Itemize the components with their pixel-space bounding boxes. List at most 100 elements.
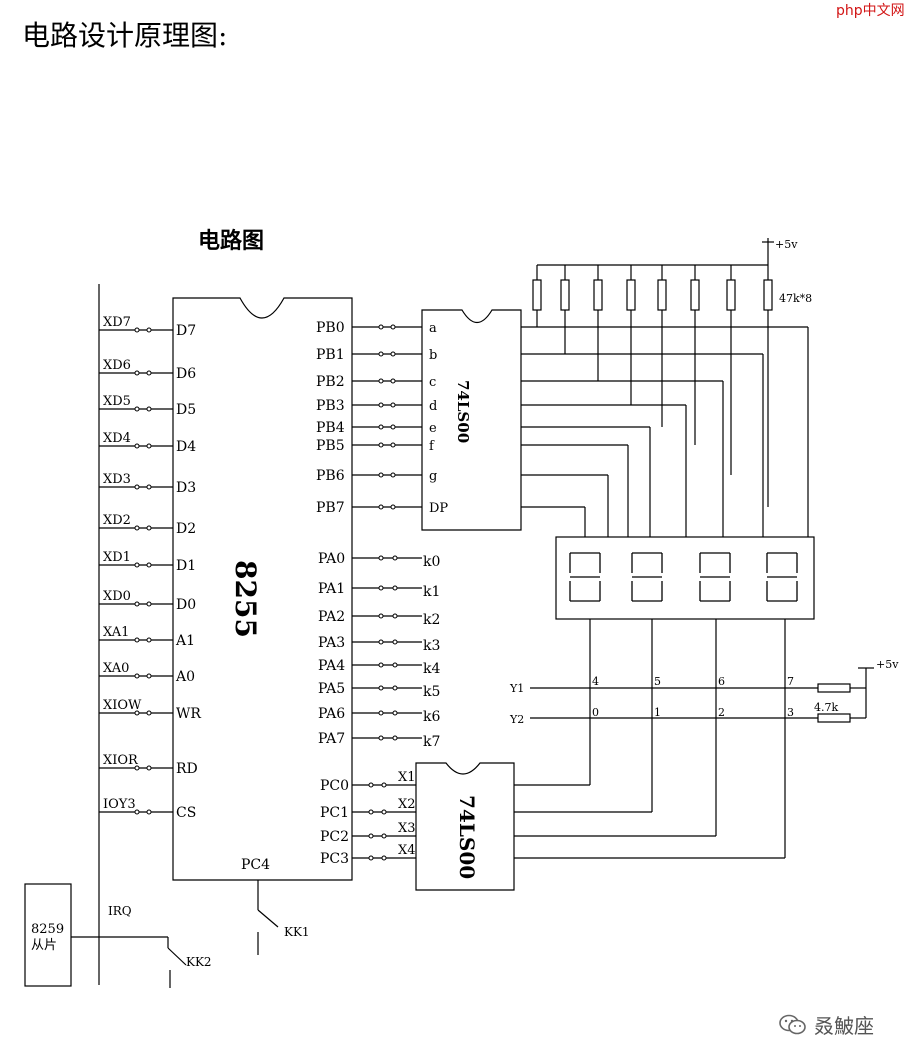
connector-dot[interactable] [392, 613, 398, 619]
signal-label: XD5 [103, 394, 131, 409]
connector-dot[interactable] [378, 685, 384, 691]
chip-8255 [172, 297, 353, 881]
key-label: k1 [423, 584, 440, 600]
site-logo[interactable]: php中文网 [836, 3, 905, 19]
pin-label: PA0 [318, 551, 345, 567]
connector-dot[interactable] [378, 710, 384, 716]
chip-74ls00-top [421, 309, 522, 531]
connector-dot[interactable] [381, 833, 387, 839]
signal-label: XIOR [103, 753, 139, 768]
connector-dot[interactable] [390, 504, 396, 510]
connector-dot[interactable] [146, 809, 152, 815]
connector-dot[interactable] [134, 562, 140, 568]
connector-dot[interactable] [378, 442, 384, 448]
connector-dot[interactable] [146, 765, 152, 771]
connector-dot[interactable] [146, 710, 152, 716]
connector-dot[interactable] [392, 735, 398, 741]
connector-dot[interactable] [378, 472, 384, 478]
kk2-switch[interactable] [167, 947, 187, 966]
connector-dot[interactable] [381, 782, 387, 788]
connector-dot[interactable] [134, 525, 140, 531]
chip-8259 [24, 883, 72, 987]
connector-dot[interactable] [392, 639, 398, 645]
connector-dot[interactable] [134, 765, 140, 771]
connector-dot[interactable] [378, 639, 384, 645]
connector-dot[interactable] [134, 406, 140, 412]
connector-dot[interactable] [134, 601, 140, 607]
connector-dot[interactable] [392, 555, 398, 561]
connector-dot[interactable] [146, 443, 152, 449]
connector-dot[interactable] [146, 484, 152, 490]
pin-label: PB5 [316, 438, 345, 454]
pin-label: PB2 [316, 374, 345, 390]
connector-dot[interactable] [381, 809, 387, 815]
pin-label: PB7 [316, 500, 345, 516]
irq-label: IRQ [108, 904, 132, 918]
x-label: X3 [398, 821, 416, 836]
key-label: k2 [423, 612, 440, 628]
connector-dot[interactable] [390, 442, 396, 448]
chip-74ls00-top-label: 74LS00 [454, 380, 472, 443]
connector-dot[interactable] [378, 351, 384, 357]
seven-seg-display [555, 536, 815, 620]
connector-dot[interactable] [378, 613, 384, 619]
y1-number: 7 [787, 675, 794, 688]
connector-dot[interactable] [392, 662, 398, 668]
signal-label: XD1 [103, 550, 131, 565]
signal-label: XA1 [103, 625, 129, 640]
connector-dot[interactable] [390, 378, 396, 384]
connector-dot[interactable] [146, 327, 152, 333]
connector-dot[interactable] [146, 370, 152, 376]
connector-dot[interactable] [390, 324, 396, 330]
connector-dot[interactable] [368, 833, 374, 839]
connector-dot[interactable] [146, 525, 152, 531]
connector-dot[interactable] [146, 562, 152, 568]
connector-dot[interactable] [378, 585, 384, 591]
kk1-switch[interactable] [257, 909, 279, 928]
connector-dot[interactable] [392, 585, 398, 591]
connector-dot[interactable] [378, 378, 384, 384]
connector-dot[interactable] [378, 735, 384, 741]
connector-dot[interactable] [134, 673, 140, 679]
connector-dot[interactable] [390, 402, 396, 408]
pin-label: PB6 [316, 468, 345, 484]
pullup-resistor [726, 279, 736, 311]
connector-dot[interactable] [392, 710, 398, 716]
connector-dot[interactable] [378, 662, 384, 668]
connector-dot[interactable] [368, 809, 374, 815]
connector-dot[interactable] [381, 855, 387, 861]
connector-dot[interactable] [134, 484, 140, 490]
connector-dot[interactable] [146, 673, 152, 679]
connector-dot[interactable] [368, 855, 374, 861]
connector-dot[interactable] [134, 327, 140, 333]
connector-dot[interactable] [378, 402, 384, 408]
connector-dot[interactable] [146, 637, 152, 643]
connector-dot[interactable] [368, 782, 374, 788]
pin-label: PB3 [316, 398, 345, 414]
connector-dot[interactable] [134, 637, 140, 643]
connector-dot[interactable] [392, 685, 398, 691]
connector-dot[interactable] [390, 351, 396, 357]
connector-dot[interactable] [134, 809, 140, 815]
pin-label: PC3 [320, 851, 349, 867]
connector-dot[interactable] [146, 406, 152, 412]
connector-dot[interactable] [134, 710, 140, 716]
connector-dot[interactable] [390, 472, 396, 478]
connector-dot[interactable] [134, 443, 140, 449]
digit [631, 552, 663, 602]
wechat-icon [779, 1014, 806, 1034]
pin-label: D7 [176, 323, 196, 339]
digit-group [569, 552, 798, 602]
connector-dot[interactable] [378, 504, 384, 510]
connector-dot[interactable] [378, 324, 384, 330]
connector-dot[interactable] [378, 424, 384, 430]
resistor-right-label: 4.7k [814, 701, 838, 714]
connector-dot[interactable] [378, 555, 384, 561]
connector-dot[interactable] [146, 601, 152, 607]
signal-label: XD0 [103, 589, 131, 604]
connector-dot[interactable] [390, 424, 396, 430]
resistor-top-label: 47k*8 [779, 292, 812, 305]
connector-dot[interactable] [134, 370, 140, 376]
pin-label: D1 [176, 558, 196, 574]
